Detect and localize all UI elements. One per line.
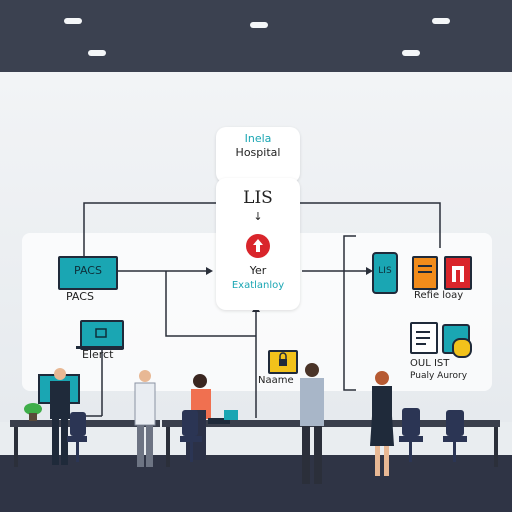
down-arrow: ↓: [253, 210, 263, 223]
pacs-monitor: PACS: [58, 256, 118, 290]
lis-phone-tile: LIS: [372, 252, 398, 294]
report-icon: [444, 256, 472, 290]
arrow-head-center: [206, 267, 213, 275]
hospital-card: Inela Hospital: [216, 127, 300, 183]
extra-label: Exatlanloy: [231, 280, 285, 291]
ceiling-light: [432, 18, 450, 24]
lis-tile-text: LIS: [378, 266, 392, 276]
refe-label: Refie loay: [414, 290, 464, 301]
connector-center-to-bottom: [165, 271, 256, 337]
connector-left-top: [83, 202, 216, 258]
ceiling-light: [64, 18, 82, 24]
laptop-base: [76, 346, 124, 349]
list-icon: [410, 322, 438, 354]
desk-center: [162, 420, 402, 427]
connector-right-top: [300, 202, 441, 248]
ceiling-light: [250, 22, 268, 28]
yer-label: Yer: [249, 264, 267, 277]
connector-bracket-right: [343, 235, 356, 391]
person-man-left: [50, 368, 70, 465]
pacs-label: PACS: [66, 290, 94, 303]
alert-up-icon: [246, 234, 270, 258]
ceiling: [0, 0, 512, 72]
lock-folder-icon: [268, 350, 298, 374]
small-laptop: [224, 410, 238, 420]
desk-leg: [494, 427, 498, 467]
pacs-screen-text: PACS: [74, 264, 102, 277]
office-chair: [399, 408, 423, 462]
out-label-line2: Pualy Aurory: [410, 371, 468, 381]
plant-icon: [24, 403, 42, 421]
name-label: Naame: [258, 375, 294, 386]
person-woman-right: [370, 371, 394, 476]
badge-icon: [452, 338, 472, 358]
person-man-center: [300, 363, 324, 484]
lis-card: LIS ↓ Yer Exatlanloy: [216, 178, 300, 310]
floor: [0, 455, 512, 512]
office-chair: [443, 410, 467, 462]
document-icon: [412, 256, 438, 290]
office-chair: [67, 412, 87, 462]
lis-title: LIS: [243, 188, 273, 208]
elect-label: Elerct: [82, 348, 114, 361]
laptop-icon: [80, 320, 124, 350]
hospital-name-line2: Hospital: [235, 146, 281, 159]
ceiling-light: [88, 50, 106, 56]
arrow-head-right: [366, 267, 373, 275]
person-doctor: [134, 370, 156, 467]
desk-leg: [166, 427, 170, 467]
ceiling-light: [402, 50, 420, 56]
out-label-line1: OUL IST: [410, 358, 450, 369]
hospital-name-line1: Inela: [244, 132, 272, 145]
desk-leg: [14, 427, 18, 467]
office-chair: [180, 410, 202, 462]
